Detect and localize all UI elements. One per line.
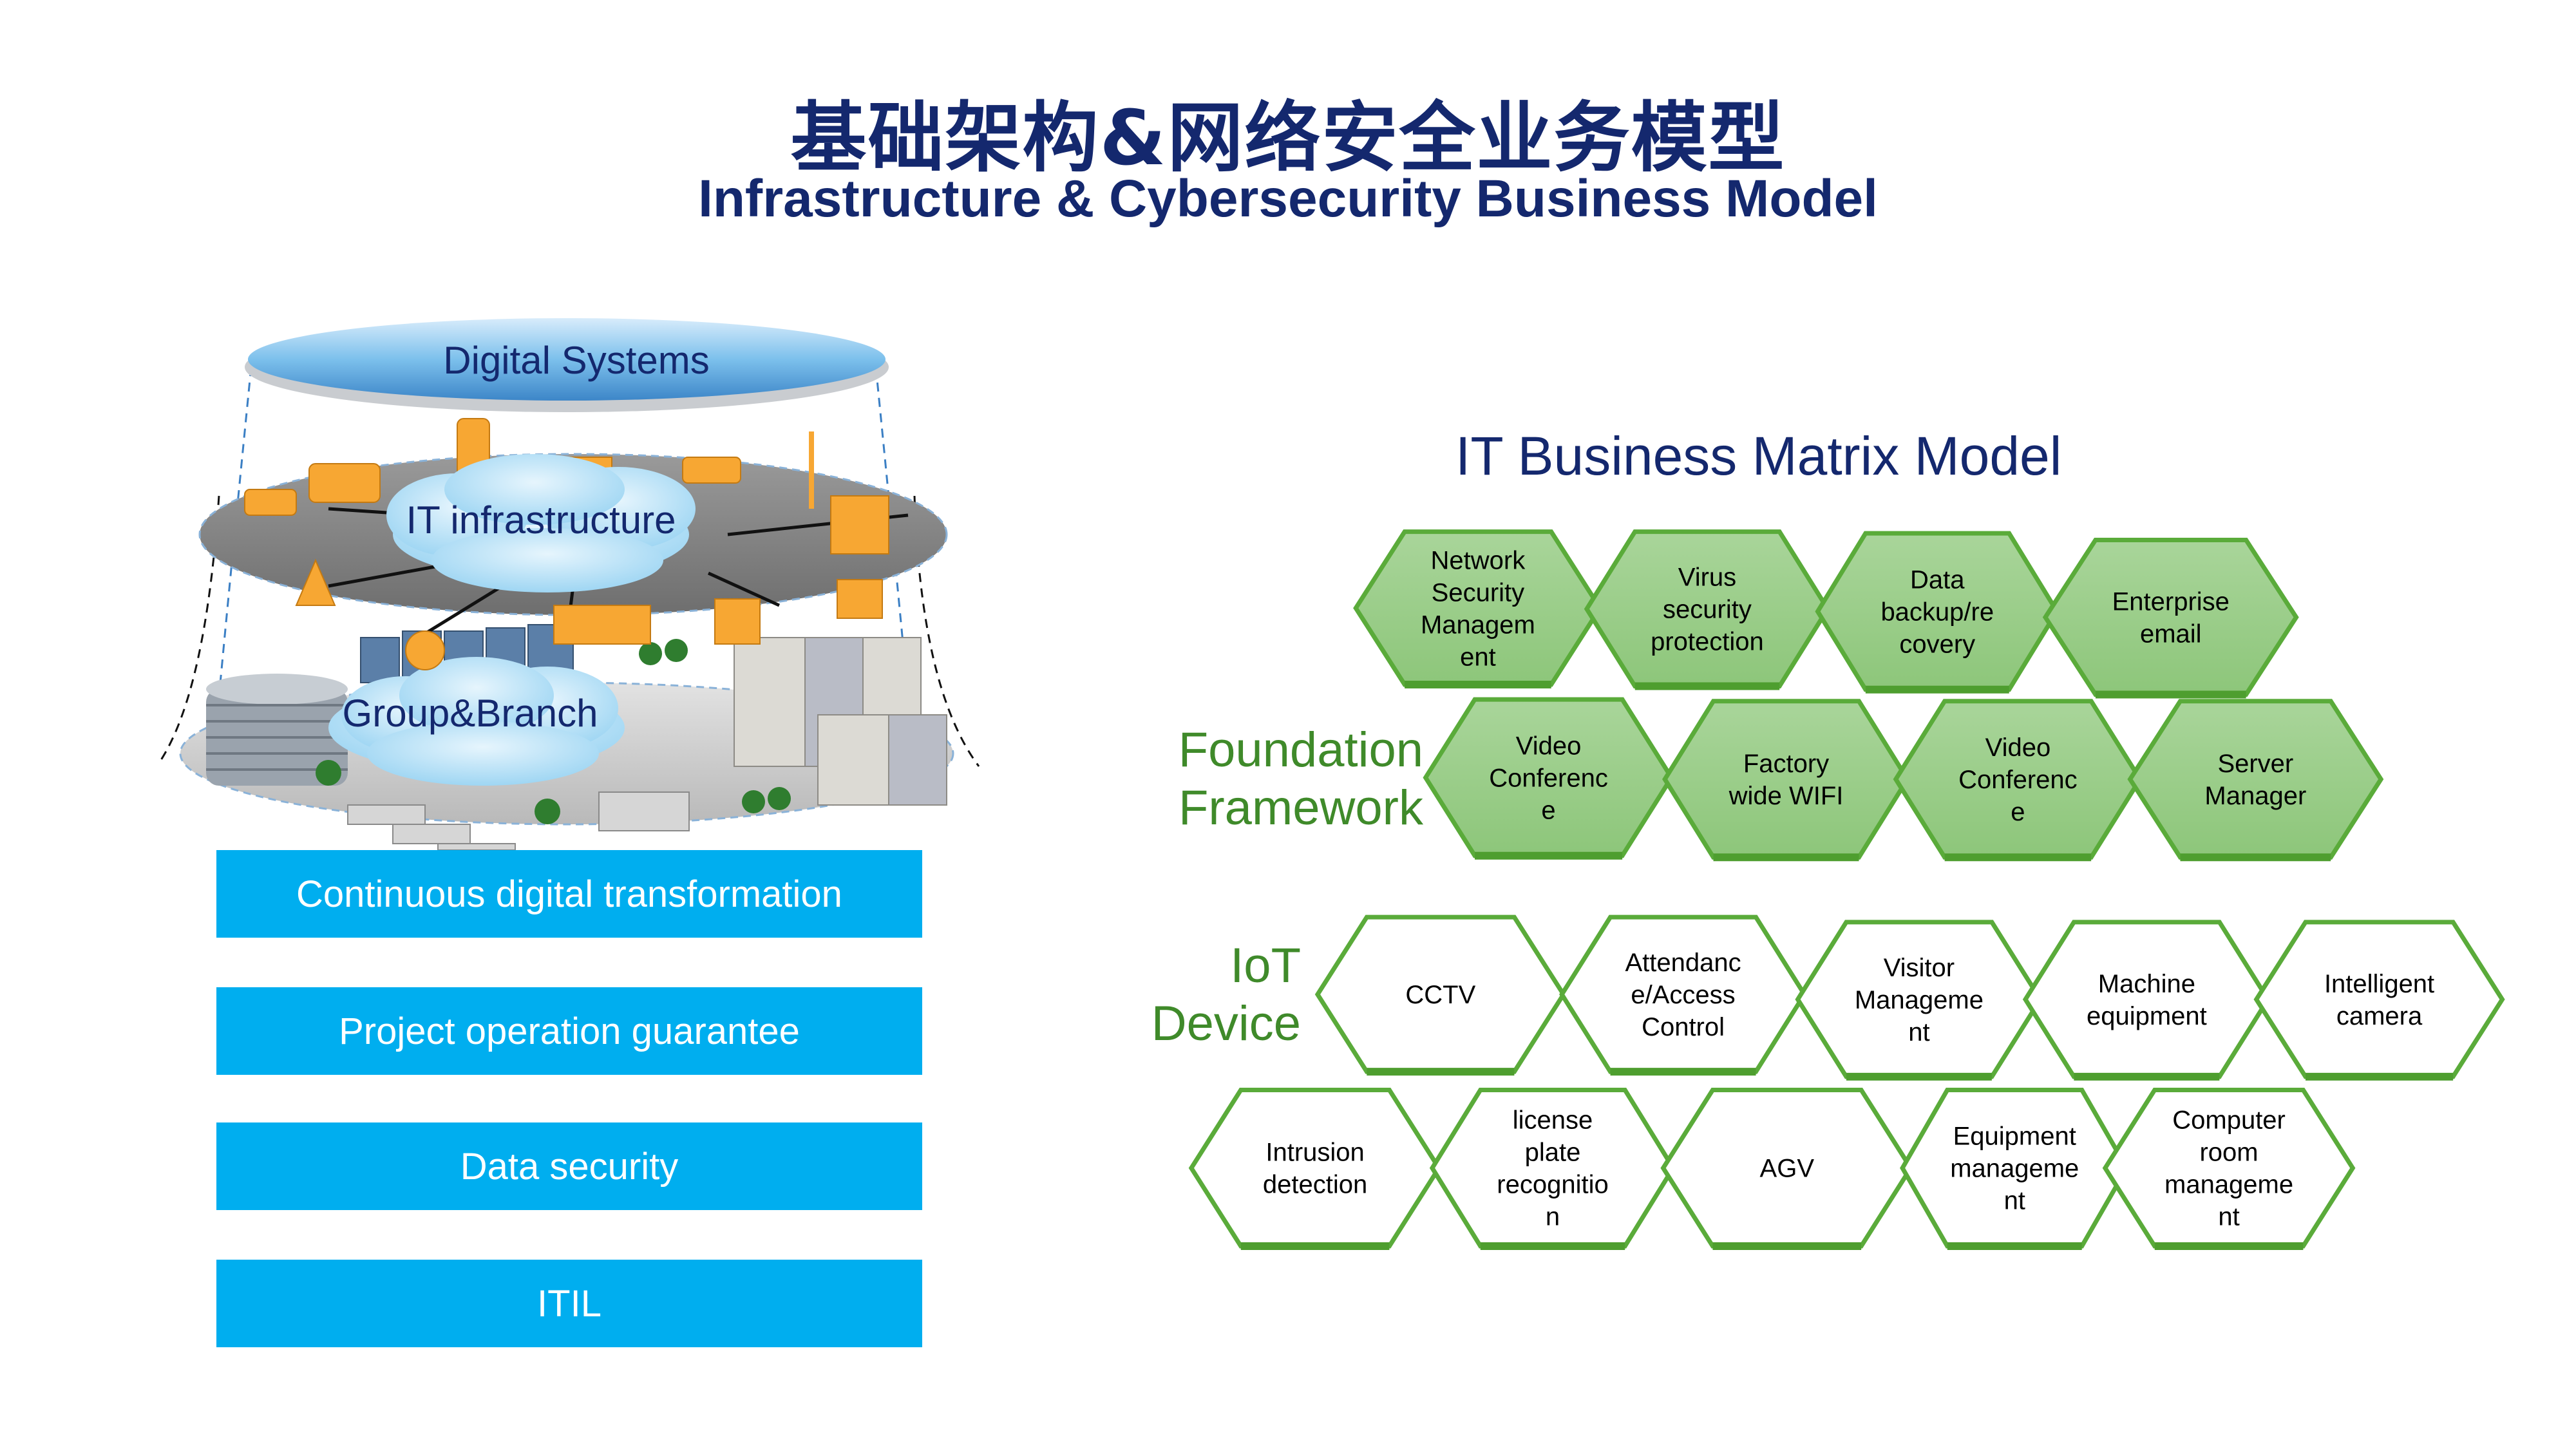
iot-device-label: IoT Device [1095,937,1301,1053]
storage-icon [837,579,883,619]
matrix-title: IT Business Matrix Model [1455,426,2062,486]
foundation-label-line-2: Framework [1178,781,1423,835]
iot-hexagon: AGV [1660,1087,1914,1250]
hexagon-label: CCTV [1405,981,1475,1009]
page-title-chinese: 基础架构&网络安全业务模型 [790,93,1786,182]
group-branch-label: Group&Branch [343,692,598,735]
video-wall-icon [830,495,889,554]
pillar-project-operation-guarantee: Project operation guarantee [216,987,922,1075]
iot-label-line-1: IoT [1230,938,1301,993]
cctv-camera-icon-2 [244,489,297,516]
tree-icon [316,639,791,824]
iot-hexagon: CCTV [1314,914,1566,1076]
computer-icon [714,598,761,645]
foundation-label-line-1: Foundation [1178,723,1423,777]
server-icon [553,605,651,645]
digital-systems-disc: Digital Systems [245,318,889,412]
hexagon-shape [2127,699,2384,860]
building-icon [206,674,348,786]
digital-systems-label: Digital Systems [443,339,709,382]
warehouses-icon [347,791,690,850]
office-towers-icon [734,637,947,806]
hexagon-shape [1662,699,1910,860]
hexagon-shape [1188,1087,1442,1249]
group-branch-cloud: Group&Branch [328,657,625,786]
hexagon-shape [2253,920,2505,1079]
smoke-detector-icon [405,630,445,670]
pillar-continuous-digital-transformation: Continuous digital transformation [216,850,922,938]
hexagon-shape [2022,920,2271,1079]
it-infrastructure-cloud: IT infrastructure [386,454,696,592]
telephone-icon [308,463,381,503]
hexagon-label: AGV [1760,1155,1815,1183]
infrastructure-illustration: Group&Branch IT infrastructure Digi [160,318,980,850]
iot-label-line-2: Device [1151,996,1301,1051]
pillar-data-security: Data security [216,1122,922,1210]
pillar-itil: ITIL [216,1260,922,1347]
it-infrastructure-label: IT infrastructure [406,498,676,542]
hexagon-shape [2042,538,2299,697]
cctv-camera-icon [682,457,741,484]
foundation-framework-label: Foundation Framework [1153,721,1423,837]
tower-icon [295,558,336,606]
page-title-english: Infrastructure & Cybersecurity Business … [698,169,1878,228]
